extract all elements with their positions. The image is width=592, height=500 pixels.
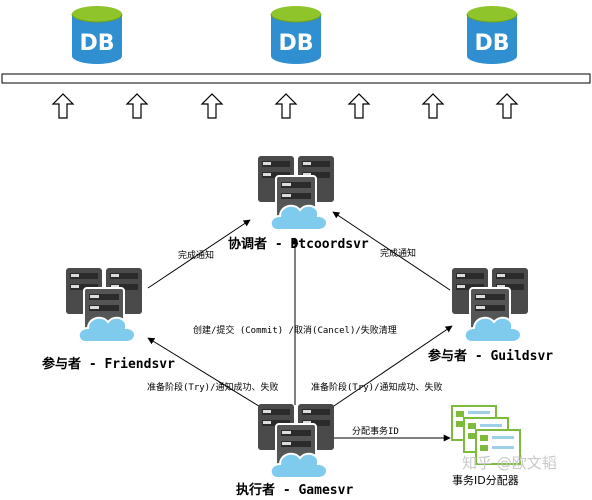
server-cloud-icon: [451, 267, 529, 343]
database-2: DB: [270, 5, 322, 65]
edge-executor-to-friends: [147, 337, 263, 409]
id-allocator-label: 事务ID分配器: [452, 474, 519, 487]
executor-label: 执行者 - Gamesvr: [236, 482, 353, 498]
participant-guilds-node: [451, 267, 529, 343]
server-cloud-icon: [257, 155, 335, 231]
watermark-text: 知乎 @欧文韬: [462, 454, 557, 472]
edge-label-executor-to-guilds: 准备阶段(Try)/通知成功、失败: [311, 381, 443, 393]
participant-friends-label: 参与者 - Friendsvr: [42, 356, 175, 372]
db-label: DB: [79, 31, 114, 56]
coordinator-label: 协调者 - Dtcoordsvr: [228, 236, 369, 252]
server-cloud-icon: [65, 267, 143, 343]
edges: [147, 211, 453, 442]
participant-guilds-label: 参与者 - Guildsvr: [428, 348, 553, 364]
coordinator-node: [257, 155, 335, 231]
db-label: DB: [474, 31, 509, 56]
id-allocator-icon: [451, 405, 521, 465]
up-arrow-icon: [275, 93, 297, 119]
edge-label-guilds-to-coordinator: 完成通知: [380, 247, 416, 259]
edge-label-friends-to-coordinator: 完成通知: [178, 249, 214, 261]
edge-label-executor-to-friends: 准备阶段(Try)/通知成功、失败: [147, 381, 279, 393]
up-arrows: [52, 93, 518, 119]
database-3: DB: [466, 5, 518, 65]
storage-bus-bar: [1, 73, 591, 84]
up-arrow-icon: [201, 93, 223, 119]
edge-label-executor-to-allocator: 分配事务ID: [352, 425, 399, 437]
up-arrow-icon: [52, 93, 74, 119]
db-label: DB: [278, 31, 313, 56]
participant-friends-node: [65, 267, 143, 343]
up-arrow-icon: [422, 93, 444, 119]
edge-executor-to-guilds: [327, 325, 453, 411]
server-cloud-icon: [257, 403, 335, 479]
up-arrow-icon: [496, 93, 518, 119]
up-arrow-icon: [348, 93, 370, 119]
up-arrow-icon: [126, 93, 148, 119]
edge-guilds-to-coordinator: [332, 211, 451, 291]
database-1: DB: [71, 5, 123, 65]
edge-label-executor-to-coordinator: 创建/提交 (Commit) /取消(Cancel)/失败清理: [193, 324, 397, 336]
edge-friends-to-coordinator: [147, 219, 251, 289]
id-allocator-node: [451, 405, 521, 465]
executor-node: [257, 403, 335, 479]
